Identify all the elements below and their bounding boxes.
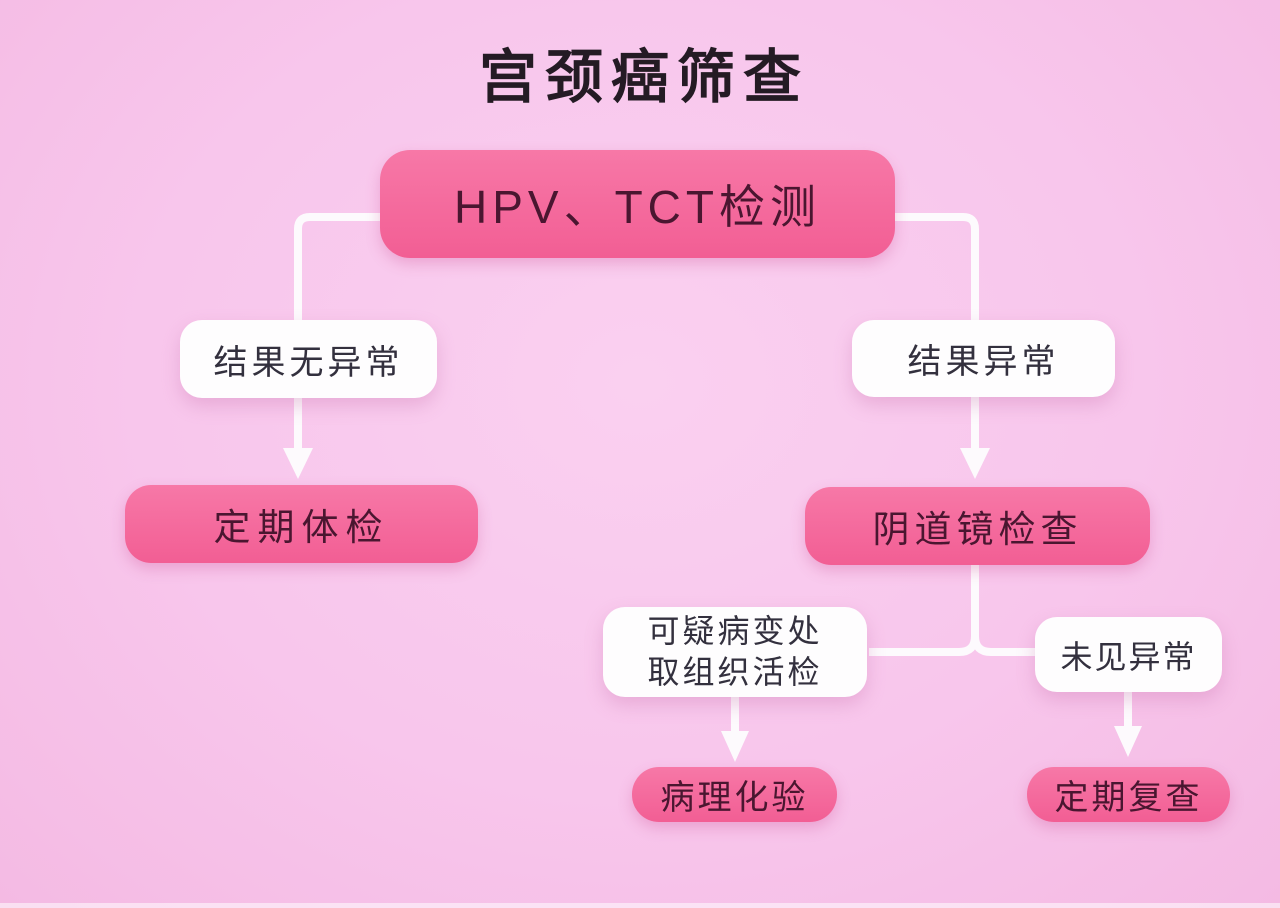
connector-left-elbow — [294, 213, 380, 452]
arrowhead-to-checkup — [283, 448, 313, 479]
page-title: 宫颈癌筛查 — [478, 45, 809, 110]
node-hpv-tct-test: HPV、TCT检测 — [380, 150, 895, 258]
connector-right-elbow — [893, 213, 979, 452]
label-biopsy-line2: 取组织活检 — [647, 654, 823, 690]
connector-split-right — [971, 635, 1035, 656]
node-regular-review-label: 定期复查 — [1054, 779, 1203, 817]
label-result-abnormal-text: 结果异常 — [907, 343, 1060, 381]
node-regular-review: 定期复查 — [1027, 767, 1230, 822]
node-colposcopy-exam-label: 阴道镜检查 — [872, 509, 1083, 550]
connector-split-left — [869, 635, 979, 656]
label-biopsy-suspicious-lesion: 可疑病变处 取组织活检 — [603, 607, 867, 697]
label-no-abnormality-seen-text: 未见异常 — [1060, 638, 1197, 675]
bottom-edge-strip — [0, 903, 1280, 908]
label-result-no-abnormality: 结果无异常 — [180, 320, 437, 398]
label-biopsy-line1: 可疑病变处 — [647, 613, 823, 650]
node-pathology-test: 病理化验 — [632, 767, 837, 822]
node-pathology-test-label: 病理化验 — [660, 779, 809, 817]
node-regular-checkup-label: 定期体检 — [213, 507, 390, 548]
node-hpv-tct-test-label: HPV、TCT检测 — [454, 181, 821, 233]
arrowhead-to-review — [1114, 726, 1142, 757]
arrowhead-to-colposcopy — [960, 448, 990, 479]
arrowhead-to-pathology — [721, 731, 749, 762]
label-result-abnormal: 结果异常 — [852, 320, 1115, 397]
label-no-abnormality-seen: 未见异常 — [1035, 617, 1222, 692]
label-result-no-abnormality-text: 结果无异常 — [213, 343, 404, 382]
node-regular-checkup: 定期体检 — [125, 485, 478, 563]
node-colposcopy-exam: 阴道镜检查 — [805, 487, 1150, 565]
